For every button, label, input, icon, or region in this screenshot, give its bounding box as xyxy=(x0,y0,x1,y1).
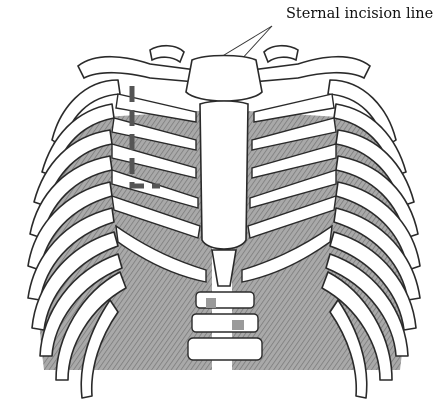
vertebrae xyxy=(188,292,262,360)
